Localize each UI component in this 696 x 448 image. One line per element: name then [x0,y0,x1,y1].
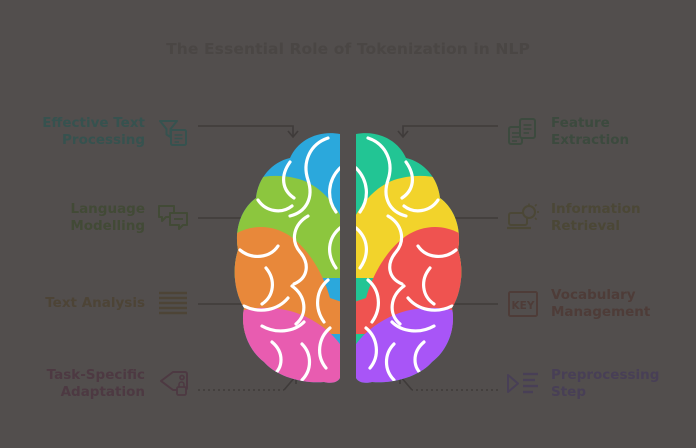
callout-right-2-label: Information Retrieval [551,200,641,234]
key-box-icon-text: KEY [512,300,535,312]
callout-left-4[interactable]: Task-Specific Adaptation [14,352,300,416]
brain-central-fissure [343,128,353,390]
tag-icon [156,367,190,401]
connector-right-1 [396,117,500,147]
callout-left-3[interactable]: Text Analysis [14,272,300,336]
callout-right-4[interactable]: Preprocessing Step [396,352,682,416]
brain-right-hemisphere [356,133,462,383]
callout-right-4-label: Preprocessing Step [551,366,660,400]
brain-illustration [232,128,464,390]
documents-copy-icon [506,115,540,149]
callout-left-4-label: Task-Specific Adaptation [46,366,145,400]
callout-left-3-label: Text Analysis [45,295,145,312]
key-box-icon: KEY [506,287,540,321]
chat-bubbles-icon [156,201,190,235]
callout-left-1[interactable]: Effective Text Processing [14,100,300,164]
callout-right-1-label: Feature Extraction [551,114,630,148]
callout-right-3[interactable]: KEY Vocabulary Management [396,272,682,336]
callout-right-1[interactable]: Feature Extraction [396,100,682,164]
callout-left-1-label: Effective Text Processing [42,114,145,148]
page-title: The Essential Role of Tokenization in NL… [166,40,530,58]
brain-left-hemisphere [234,133,340,383]
funnel-document-icon [156,115,190,149]
play-lines-icon [506,367,540,401]
text-lines-icon [156,287,190,321]
search-laptop-icon [506,201,540,235]
callout-left-2-label: Language Modelling [70,200,145,234]
callout-right-3-label: Vocabulary Management [551,286,651,320]
connector-left-1 [196,117,300,147]
